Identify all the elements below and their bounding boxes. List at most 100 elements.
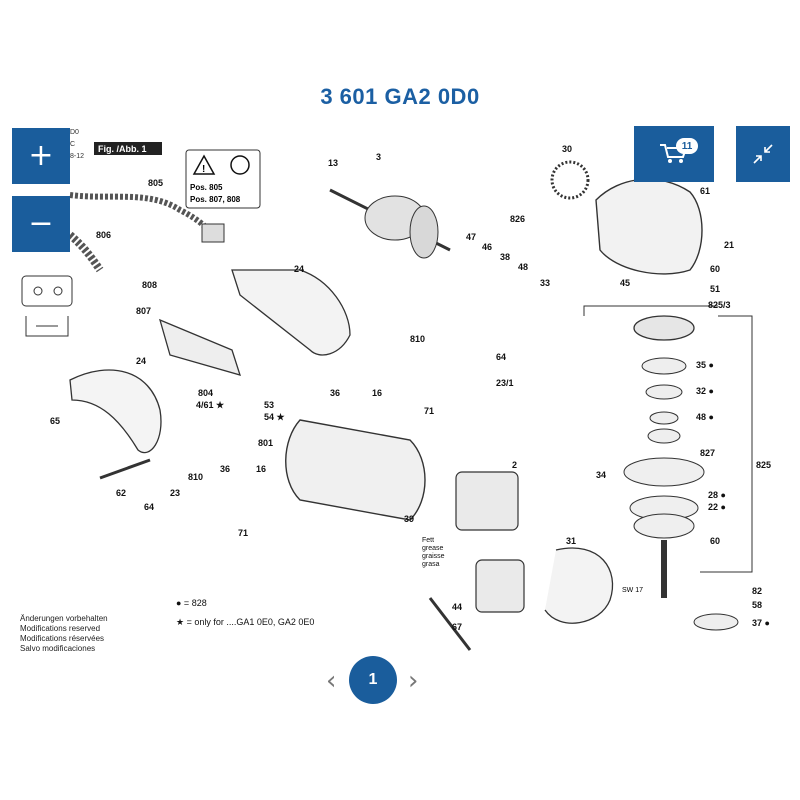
chevron-right-icon[interactable]: › <box>408 666 419 696</box>
svg-text:48: 48 <box>518 262 528 272</box>
part-bearing-stack <box>641 357 687 444</box>
svg-text:8-12: 8-12 <box>70 153 84 160</box>
svg-text:61: 61 <box>700 186 710 196</box>
svg-text:24: 24 <box>294 264 304 274</box>
svg-text:60: 60 <box>710 264 720 274</box>
corner-label: D0 C 8-12 <box>70 129 84 160</box>
svg-text:810: 810 <box>410 334 425 344</box>
svg-text:44: 44 <box>452 602 462 612</box>
svg-text:825: 825 <box>756 460 771 470</box>
svg-text:21: 21 <box>724 240 734 250</box>
svg-text:46: 46 <box>482 242 492 252</box>
svg-text:826: 826 <box>510 214 525 224</box>
note-line: Änderungen vorbehalten <box>20 614 108 623</box>
svg-text:51: 51 <box>710 284 720 294</box>
svg-text:808: 808 <box>142 280 157 290</box>
grease-label: Fett grease graisse grasa <box>422 537 445 568</box>
note-line: Modifications reserved <box>20 624 101 633</box>
svg-text:827: 827 <box>700 448 715 458</box>
figure-label: Fig. /Abb. 1 <box>94 142 162 155</box>
svg-text:53: 53 <box>264 400 274 410</box>
chevron-left-icon[interactable]: ‹ <box>326 666 337 696</box>
part-housing-801 <box>285 419 426 521</box>
svg-text:4/61 ★: 4/61 ★ <box>196 400 225 410</box>
part-flange-34 <box>623 457 705 539</box>
part-armature-3 <box>329 188 451 259</box>
part-gear-30 <box>550 160 590 200</box>
svg-text:Pos. 807, 808: Pos. 807, 808 <box>190 195 241 204</box>
svg-text:64: 64 <box>496 352 506 362</box>
svg-text:Pos. 805: Pos. 805 <box>190 183 223 192</box>
svg-text:3: 3 <box>376 152 381 162</box>
svg-text:23: 23 <box>170 488 180 498</box>
minus-icon: − <box>28 206 54 241</box>
svg-text:Fig. /Abb. 1: Fig. /Abb. 1 <box>98 144 147 154</box>
svg-text:13: 13 <box>328 158 338 168</box>
svg-text:62: 62 <box>116 488 126 498</box>
svg-text:65: 65 <box>50 416 60 426</box>
svg-text:2: 2 <box>512 460 517 470</box>
part-number-labels: 805 806 808 807 24 24 65 62 804 4/61 ★ 5… <box>50 144 771 632</box>
part-field-2 <box>455 471 525 613</box>
svg-text:67: 67 <box>452 622 462 632</box>
svg-text:58: 58 <box>752 600 762 610</box>
svg-text:54 ★: 54 ★ <box>264 412 286 422</box>
collapse-icon <box>753 144 773 164</box>
part-gear-housing-21 <box>595 178 703 275</box>
svg-text:48 ●: 48 ● <box>696 412 714 422</box>
svg-text:38: 38 <box>500 252 510 262</box>
modification-notes: Änderungen vorbehalten Modifications res… <box>20 614 108 654</box>
svg-text:82: 82 <box>752 586 762 596</box>
cable-806 <box>67 231 104 273</box>
part-side-handle-24 <box>69 369 162 454</box>
svg-text:graisse: graisse <box>422 553 445 560</box>
collapse-button[interactable] <box>736 126 790 182</box>
part-handle-24 <box>231 269 351 356</box>
svg-text:45: 45 <box>620 278 630 288</box>
svg-text:16: 16 <box>372 388 382 398</box>
part-gear-825-3 <box>633 315 695 341</box>
svg-text:36: 36 <box>330 388 340 398</box>
part-nut-37 <box>693 613 739 631</box>
svg-text:805: 805 <box>148 178 163 188</box>
part-guard-31 <box>544 547 614 624</box>
note-line: Salvo modificaciones <box>20 644 96 653</box>
zoom-in-button[interactable]: + <box>12 128 70 184</box>
part-switch-804 <box>159 318 241 376</box>
page-title: 3 601 GA2 0D0 <box>320 84 480 109</box>
legend-star-note: ★ = only for ....GA1 0E0, GA2 0E0 <box>176 617 315 627</box>
warning-box: ! Pos. 805 Pos. 807, 808 <box>185 149 261 209</box>
svg-text:35 ●: 35 ● <box>696 360 714 370</box>
svg-text:71: 71 <box>424 406 434 416</box>
svg-text:34: 34 <box>596 470 606 480</box>
svg-text:Fett: Fett <box>422 537 434 544</box>
zoom-out-button[interactable]: − <box>12 196 70 252</box>
svg-text:36: 36 <box>220 464 230 474</box>
svg-text:64: 64 <box>144 502 154 512</box>
svg-text:71: 71 <box>238 528 248 538</box>
svg-text:804: 804 <box>198 388 213 398</box>
svg-text:39: 39 <box>404 514 414 524</box>
svg-text:47: 47 <box>466 232 476 242</box>
svg-text:grasa: grasa <box>422 561 440 568</box>
svg-text:825/3: 825/3 <box>708 300 731 310</box>
svg-text:grease: grease <box>422 545 444 552</box>
current-page-button[interactable]: 1 <box>349 656 397 704</box>
svg-text:801: 801 <box>258 438 273 448</box>
svg-text:16: 16 <box>256 464 266 474</box>
svg-text:810: 810 <box>188 472 203 482</box>
svg-text:22 ●: 22 ● <box>708 502 726 512</box>
svg-text:D0: D0 <box>70 129 79 136</box>
svg-text:24: 24 <box>136 356 146 366</box>
svg-text:31: 31 <box>566 536 576 546</box>
svg-text:807: 807 <box>136 306 151 316</box>
svg-text:32 ●: 32 ● <box>696 386 714 396</box>
cart-button[interactable]: 11 <box>634 126 714 182</box>
svg-text:30: 30 <box>562 144 572 154</box>
svg-text:806: 806 <box>96 230 111 240</box>
svg-text:28 ●: 28 ● <box>708 490 726 500</box>
svg-text:33: 33 <box>540 278 550 288</box>
plus-icon: + <box>28 138 54 173</box>
legend-circle-note: ● = 828 <box>176 598 207 608</box>
plug-diagram <box>21 275 73 337</box>
